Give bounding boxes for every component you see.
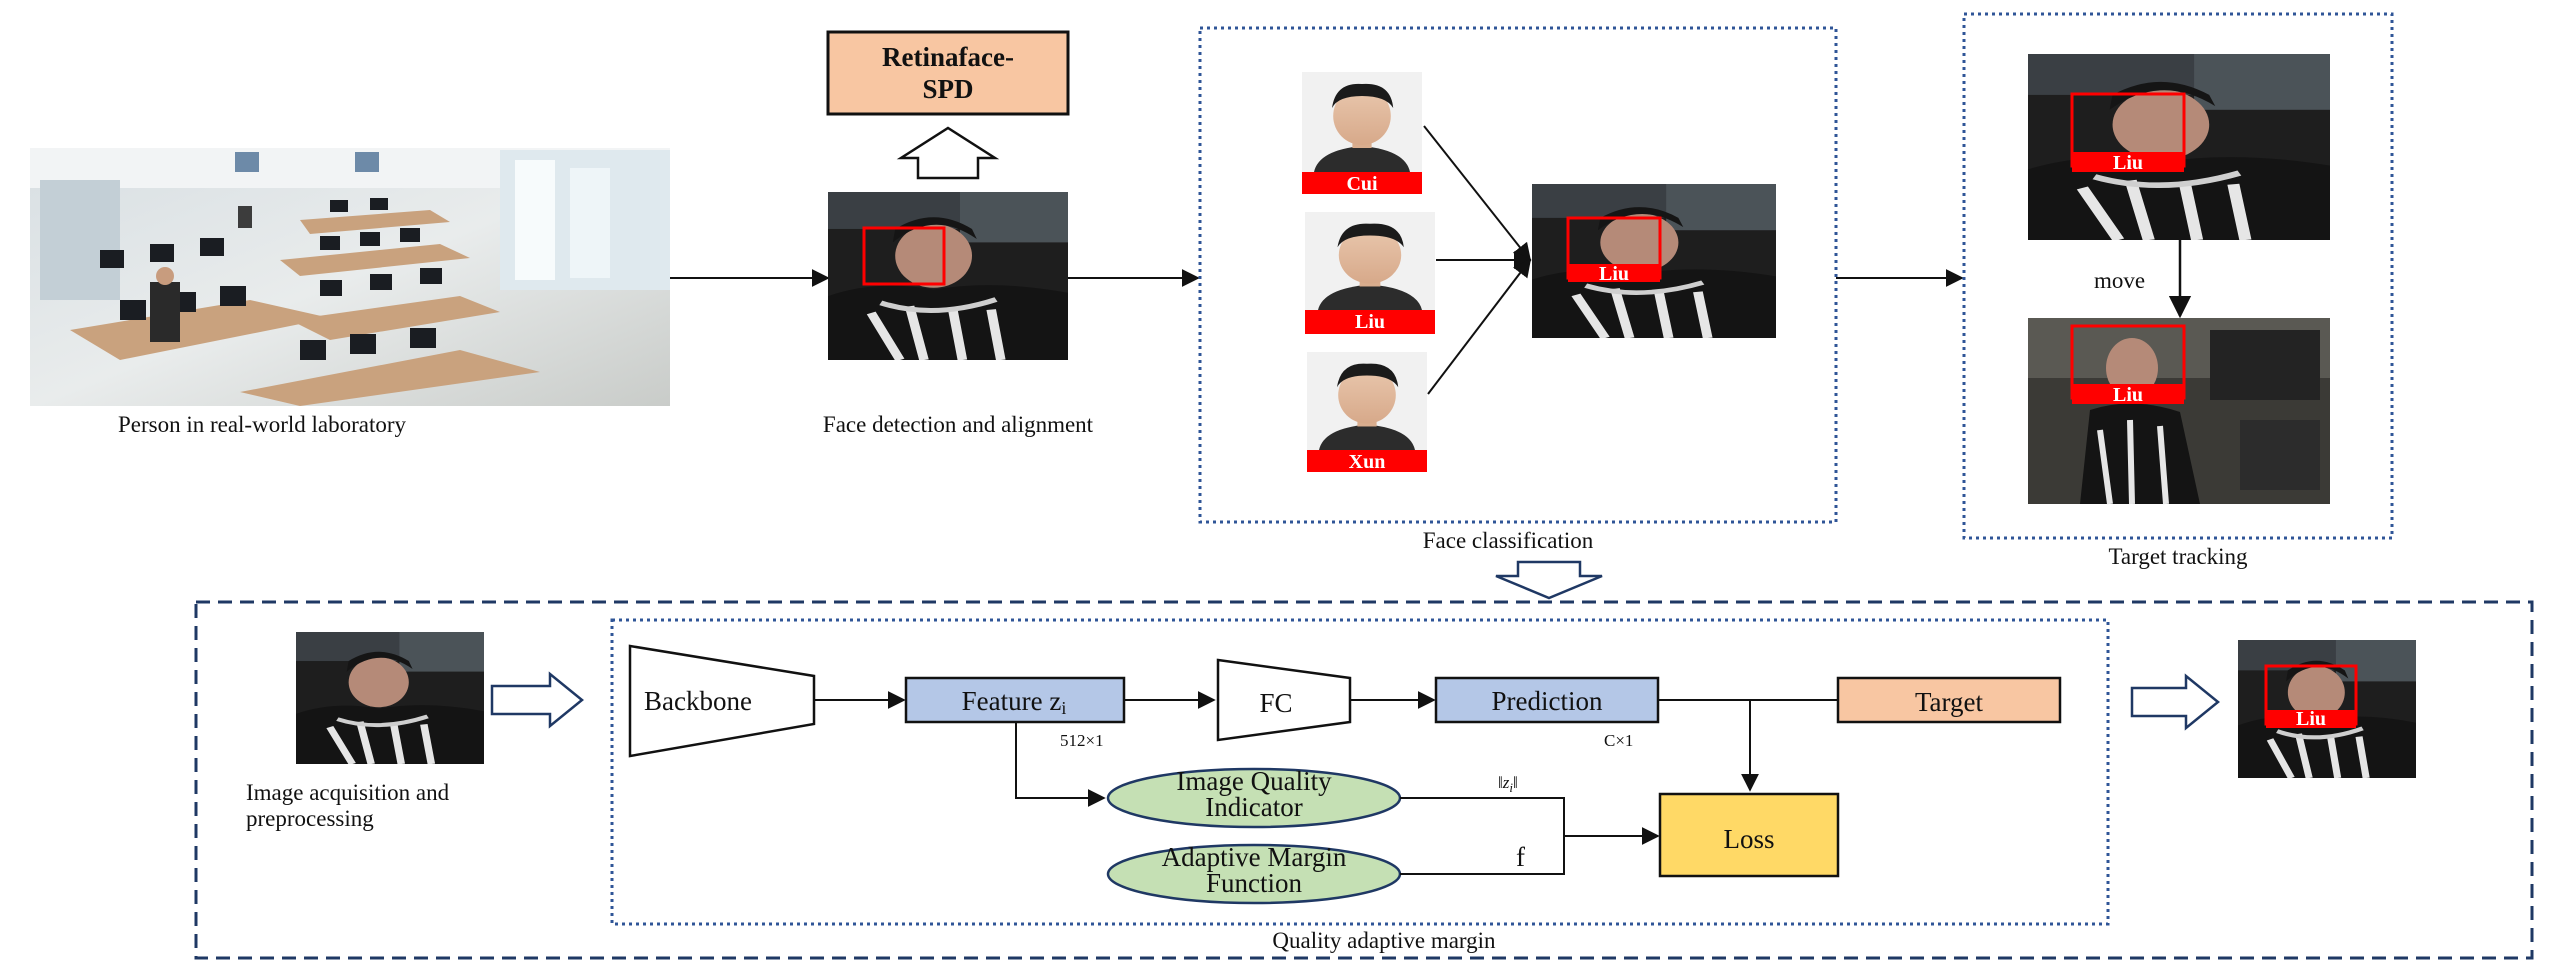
arrow-xun-to-result	[1427, 258, 1532, 395]
arrow-feature-to-iqi	[1015, 722, 1106, 807]
target-box	[1836, 676, 2062, 724]
output-face-image: Liu	[2238, 640, 2416, 778]
move-label: move	[2094, 268, 2145, 293]
iqi-label-line2: Indicator	[1205, 792, 1302, 822]
loss-label: Loss	[1723, 824, 1774, 854]
classification-caption: Face classification	[1423, 528, 1594, 553]
target-label: Target	[1915, 687, 1984, 717]
quality-adaptive-margin-panel	[610, 618, 2110, 926]
gallery-name-liu: Liu	[1355, 311, 1385, 333]
amf-label-line1: Adaptive Margin	[1162, 842, 1347, 872]
up-arrow-icon	[896, 126, 1000, 180]
down-arrow-icon	[1495, 560, 1603, 600]
detector-label-line2: SPD	[922, 74, 973, 104]
backbone-block	[628, 644, 816, 758]
training-panel	[194, 600, 2534, 960]
input-arrow-icon	[490, 671, 584, 729]
tracking-label-top: Liu	[2113, 152, 2143, 174]
tracking-frame-top: Liu	[2028, 54, 2330, 240]
output-name: Liu	[2296, 708, 2326, 730]
feature-dimension: 512×1	[1060, 731, 1104, 750]
acquisition-caption-line2: preprocessing	[246, 806, 374, 831]
loss-box	[1658, 792, 1840, 878]
arrow-cui-to-result	[1423, 125, 1532, 262]
tracking-label-bottom: Liu	[2113, 384, 2143, 406]
tracking-caption: Target tracking	[2108, 544, 2248, 569]
detection-caption: Face detection and alignment	[823, 412, 1094, 437]
backbone-label: Backbone	[644, 686, 752, 716]
amf-label-line2: Function	[1206, 868, 1303, 898]
retinaface-spd-box: Retinaface- SPD	[826, 30, 1070, 116]
acquired-image	[296, 632, 484, 764]
tracking-frame-bottom: Liu	[2028, 318, 2330, 505]
detected-face-image	[828, 192, 1068, 360]
detection-bounding-box	[862, 226, 946, 286]
prediction-dimension: C×1	[1604, 731, 1633, 750]
fc-block	[1216, 658, 1352, 742]
qam-caption: Quality adaptive margin	[1272, 928, 1496, 953]
classified-face-image: Liu	[1532, 184, 1776, 338]
acquisition-caption-line1: Image acquisition and	[246, 780, 450, 805]
margin-f-label: f	[1516, 842, 1525, 872]
output-arrow-icon	[2130, 673, 2220, 731]
ellipse-connector	[1400, 797, 1565, 875]
gallery-name-xun: Xun	[1349, 451, 1386, 473]
lab-caption: Person in real-world laboratory	[118, 412, 407, 437]
feature-label: Feature zi	[962, 686, 1067, 718]
iqi-label-line1: Image Quality	[1176, 766, 1332, 796]
classified-name: Liu	[1599, 263, 1629, 285]
fc-label: FC	[1259, 688, 1292, 718]
gallery-face-cui: Cui	[1302, 72, 1422, 195]
prediction-label: Prediction	[1492, 686, 1603, 716]
gallery-face-liu: Liu	[1305, 212, 1435, 334]
gallery-face-xun: Xun	[1307, 352, 1427, 473]
feature-norm-label: ‖zi‖	[1498, 773, 1518, 795]
lab-scene-image	[30, 148, 670, 406]
classification-panel	[1198, 26, 1838, 524]
detector-label-line1: Retinaface-	[882, 42, 1014, 72]
gallery-name-cui: Cui	[1346, 173, 1378, 195]
